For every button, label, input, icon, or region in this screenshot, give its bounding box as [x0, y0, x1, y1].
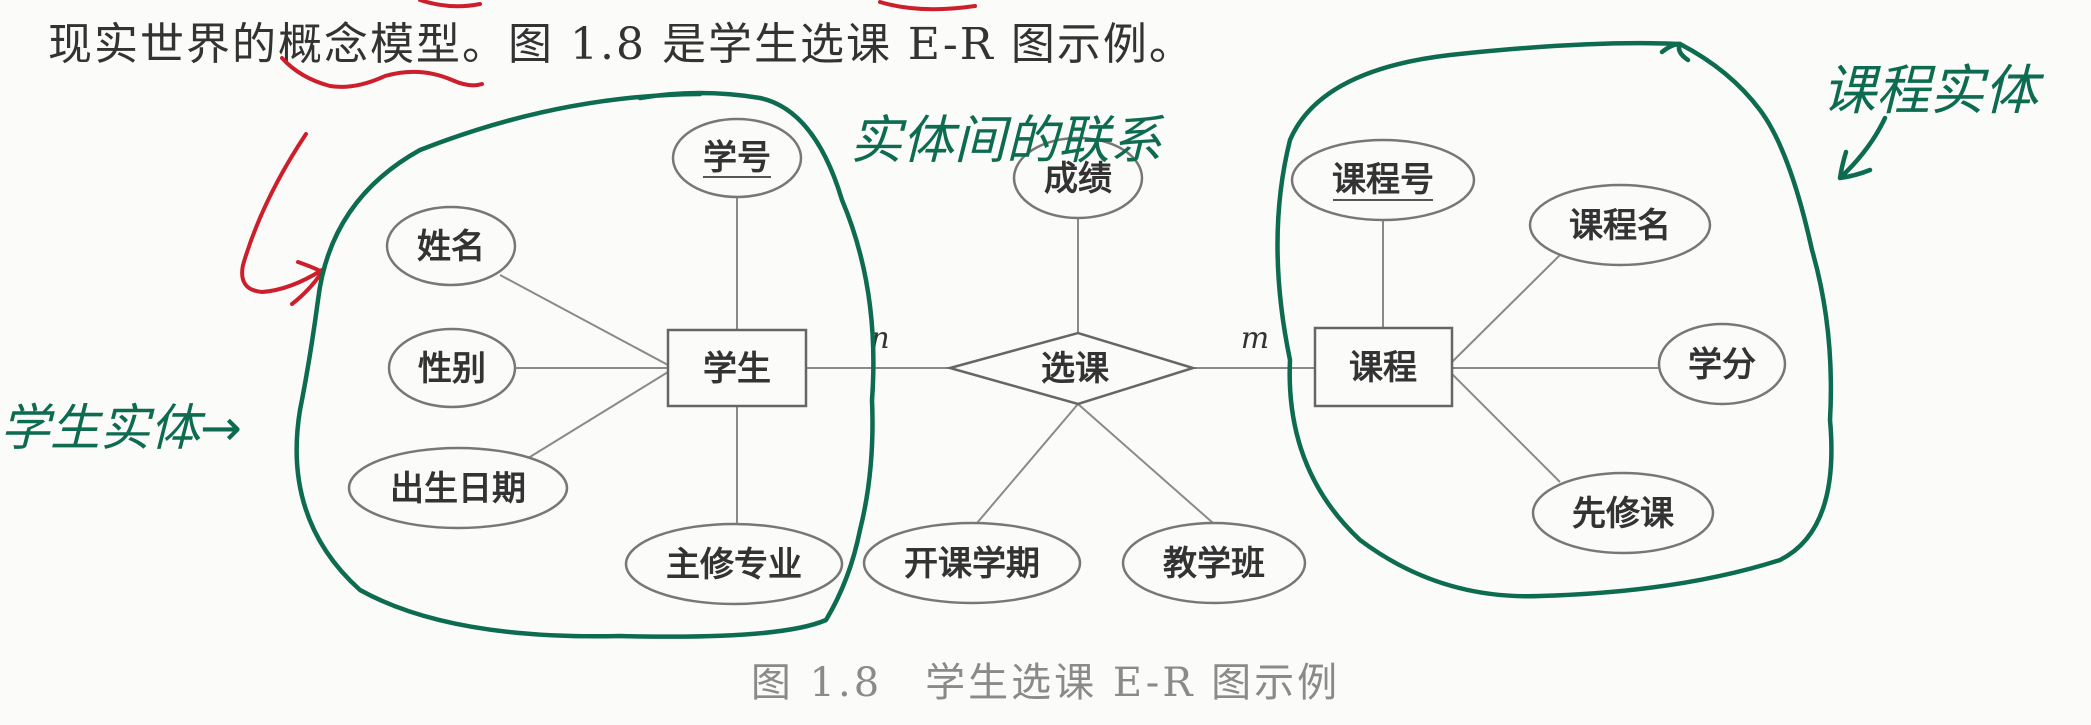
entity-course: 课程: [1313, 326, 1454, 408]
svg-text:课程号: 课程号: [1332, 160, 1434, 200]
svg-text:姓名: 姓名: [417, 227, 485, 267]
connector-lines: [499, 197, 1660, 525]
entity-student: 学生: [666, 328, 808, 408]
attr-course-id: 课程号: [1290, 138, 1476, 222]
attr-semester: 开课学期: [862, 521, 1082, 605]
figure-caption: 图 1.8 学生选课 E-R 图示例: [750, 660, 1341, 706]
attr-prerequisite: 先修课: [1531, 471, 1715, 555]
svg-text:性别: 性别: [418, 349, 486, 389]
svg-text:教学班: 教学班: [1163, 544, 1265, 584]
attr-credit: 学分: [1657, 322, 1787, 406]
intro-sentence: 现实世界的概念模型。图 1.8 是学生选课 E-R 图示例。: [48, 19, 1195, 70]
svg-text:学号: 学号: [703, 138, 771, 178]
attr-student-gender: 性别: [387, 327, 517, 409]
attr-student-birthdate: 出生日期: [347, 446, 569, 530]
svg-text:成绩: 成绩: [1044, 159, 1112, 199]
svg-text:学分: 学分: [1688, 345, 1756, 385]
green-circle-marks: [294, 40, 1888, 639]
relationship-enroll: 选课: [945, 331, 1198, 406]
cardinality-m: m: [1241, 321, 1269, 356]
svg-text:主修专业: 主修专业: [666, 545, 802, 585]
annotation-course-entity: 课程实体: [1822, 59, 2038, 122]
svg-text:开课学期: 开课学期: [904, 544, 1040, 584]
entity-student-label: 学生: [703, 349, 771, 389]
attr-grade: 成绩: [1012, 136, 1144, 220]
entity-course-label: 课程: [1349, 348, 1417, 388]
svg-text:先修课: 先修课: [1572, 494, 1675, 534]
svg-text:出生日期: 出生日期: [390, 469, 526, 509]
attr-student-major: 主修专业: [624, 522, 844, 606]
attr-class: 教学班: [1121, 521, 1307, 605]
attr-course-name: 课程名: [1528, 183, 1712, 267]
relationship-label: 选课: [1041, 349, 1110, 389]
annotation-student-entity: 学生实体→: [0, 399, 242, 457]
annotation-relationship: 实体间的联系: [850, 111, 1163, 171]
red-underline-marks: [240, 0, 977, 306]
attr-student-name: 姓名: [385, 205, 517, 287]
svg-text:课程名: 课程名: [1569, 206, 1671, 246]
attr-student-id: 学号: [671, 117, 803, 199]
